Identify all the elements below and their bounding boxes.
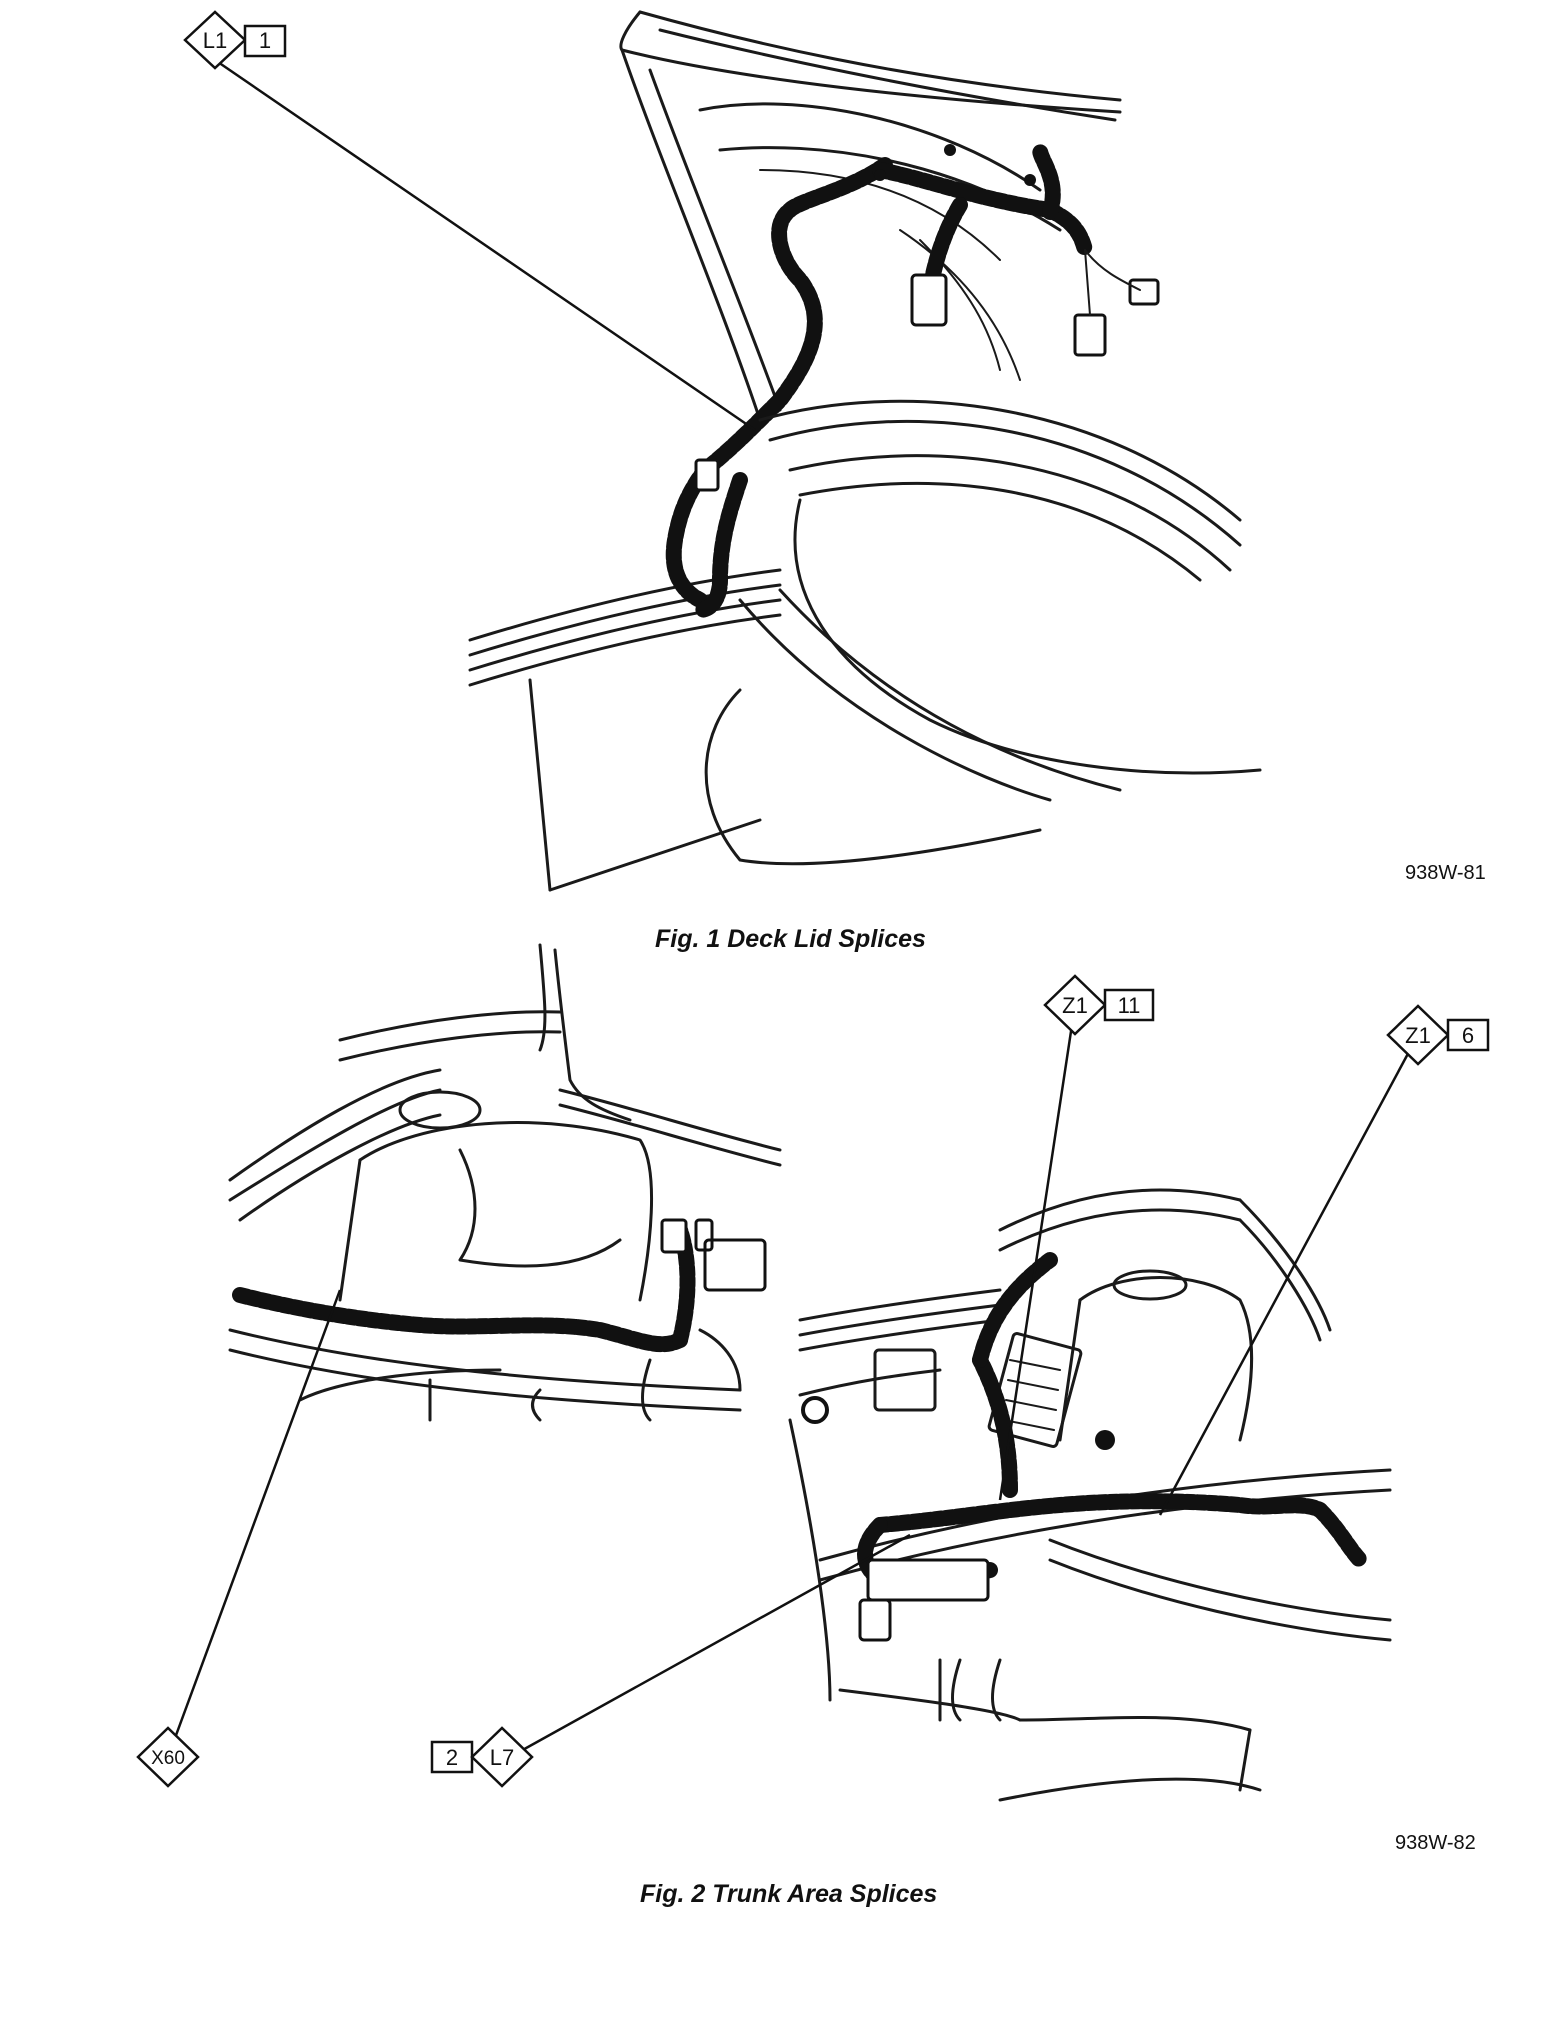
callout-l1-1-a: L1 xyxy=(203,28,227,53)
callout-x60: X60 xyxy=(136,1726,200,1788)
leader-2-l7 xyxy=(509,1533,911,1759)
figure-2-caption: Fig. 2 Trunk Area Splices xyxy=(640,1880,938,1908)
callout-l1-1: L1 1 xyxy=(183,10,287,70)
callout-z1-6-a: Z1 xyxy=(1405,1023,1431,1048)
leader-x60 xyxy=(166,1289,342,1758)
callout-x60-a: X60 xyxy=(151,1748,185,1769)
callout-z1-11-b: 11 xyxy=(1118,993,1141,1018)
figure-2-id: 938W-82 xyxy=(1395,1832,1476,1854)
callout-z1-11: Z1 11 xyxy=(1043,974,1155,1036)
callout-z1-6-b: 6 xyxy=(1462,1023,1474,1048)
callout-2-l7-a: 2 xyxy=(446,1745,458,1770)
trunk-left-drawing xyxy=(228,943,782,1422)
figure-1-id: 938W-81 xyxy=(1405,862,1486,884)
callout-2-l7-b: L7 xyxy=(490,1745,514,1770)
deck-lid-drawing xyxy=(468,10,1262,892)
figure-1-caption: Fig. 1 Deck Lid Splices xyxy=(655,925,926,953)
callout-z1-6: Z1 6 xyxy=(1386,1004,1490,1066)
leader-z1-11 xyxy=(998,1004,1077,1501)
callout-z1-11-a: Z1 xyxy=(1062,993,1088,1018)
trunk-right-drawing xyxy=(788,1188,1392,1802)
callout-2-l7: 2 L7 xyxy=(430,1726,534,1788)
leader-l1-1 xyxy=(214,58,756,432)
callout-l1-1-b: 1 xyxy=(259,28,271,53)
leader-z1-6 xyxy=(1158,1034,1420,1516)
